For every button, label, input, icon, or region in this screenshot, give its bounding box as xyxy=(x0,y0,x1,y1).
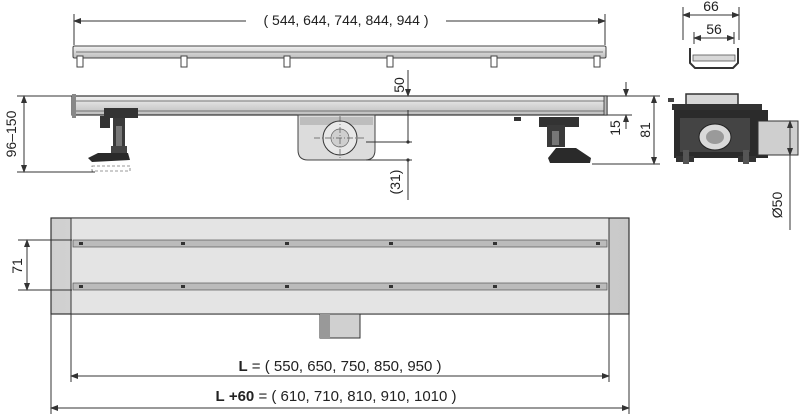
outlet-diameter-label: Ø50 xyxy=(769,192,785,219)
plan-view: 71 L = ( 550, 650, 750, 850, 950 ) L +60… xyxy=(9,217,630,414)
height-range-label: 96–150 xyxy=(3,110,19,157)
siphon-outlet xyxy=(297,114,376,161)
end-profile xyxy=(689,48,739,69)
outlet-height-label: (31) xyxy=(387,170,403,195)
left-adjustable-foot xyxy=(88,108,138,172)
inner-channel xyxy=(70,217,610,315)
length-options-label: ( 544, 644, 744, 844, 944 ) xyxy=(263,12,428,28)
channel-body xyxy=(71,95,608,116)
end-view-section: Ø50 xyxy=(668,93,799,230)
plan-width-label: 71 xyxy=(9,258,25,274)
inner-width-label: 56 xyxy=(706,21,722,37)
body-height-label: 81 xyxy=(637,122,653,138)
thickness-label: 15 xyxy=(607,120,623,136)
right-adjustable-foot xyxy=(539,117,591,163)
grate-offset-label: 50 xyxy=(391,77,407,93)
outer-width-label: 66 xyxy=(703,0,719,14)
grate-feet xyxy=(76,55,601,68)
top-view: ( 544, 644, 744, 844, 944 ) xyxy=(72,10,607,68)
total-length-dimension-label: L +60 = ( 610, 710, 810, 910, 1010 ) xyxy=(215,388,456,405)
length-label-bg xyxy=(246,10,446,28)
side-view: 96–150 xyxy=(3,70,660,200)
end-view-top: 66 56 xyxy=(682,0,740,69)
length-dimension-label: L = ( 550, 650, 750, 850, 950 ) xyxy=(238,358,441,375)
